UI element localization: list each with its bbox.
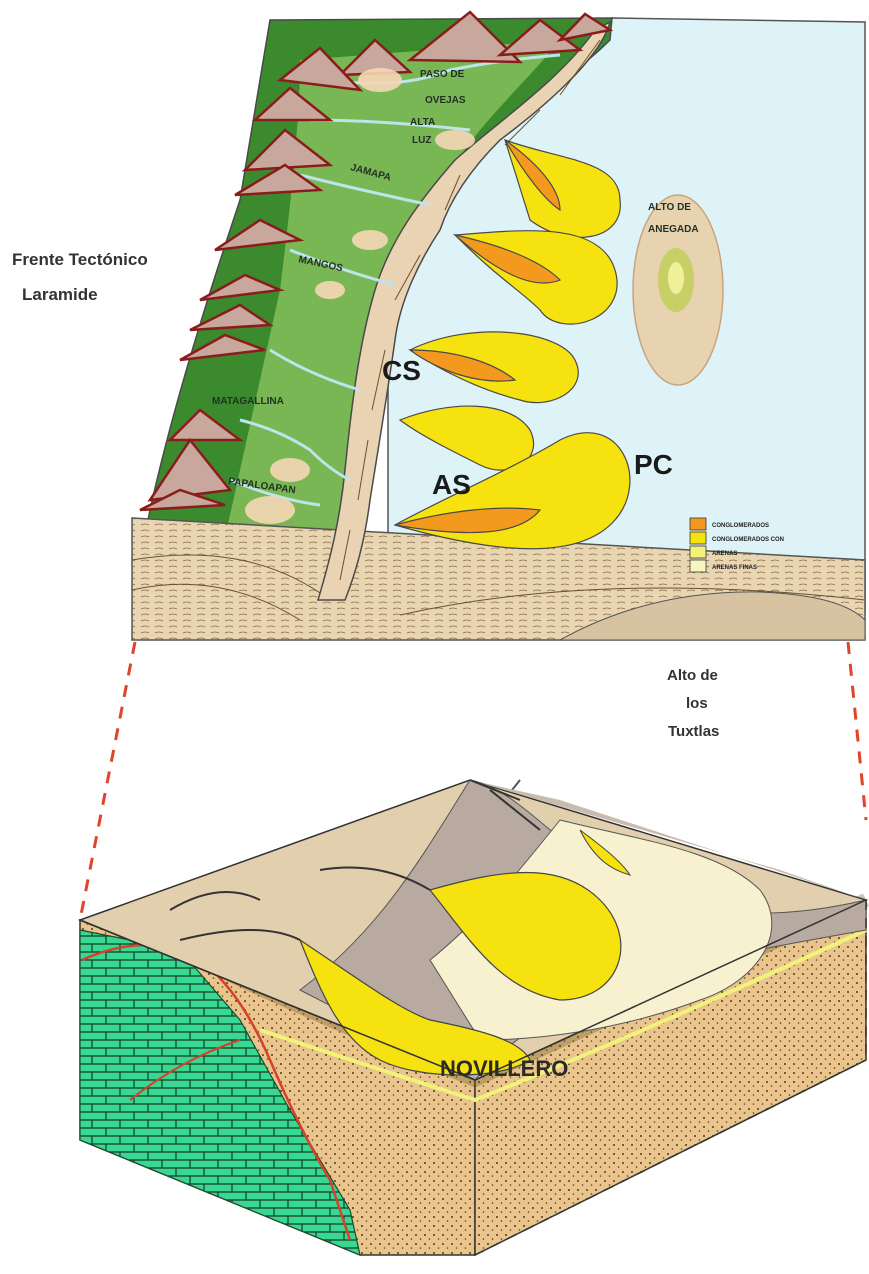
top-block: CONGLOMERADOS CONGLOMERADOS CON ARENAS A… <box>12 12 865 640</box>
label-alta-luz-2: LUZ <box>412 135 431 146</box>
label-frente-tectonico: Frente Tectónico <box>12 250 148 269</box>
label-alto-de-anegada-2: ANEGADA <box>648 224 699 235</box>
label-alta-luz-1: ALTA <box>410 117 435 128</box>
bottom-block: NOVILLERO <box>80 780 866 1255</box>
label-alto-tuxtlas-2: los <box>686 695 708 712</box>
label-novillero: NOVILLERO <box>440 1056 568 1081</box>
label-pc: PC <box>634 449 673 480</box>
label-paso-de-ovejas-2: OVEJAS <box>425 95 466 106</box>
label-alto-tuxtlas-3: Tuxtlas <box>668 723 719 740</box>
legend-item-3: ARENAS <box>712 551 737 557</box>
legend-item-4: ARENAS FINAS <box>712 565 757 571</box>
label-laramide: Laramide <box>22 285 98 304</box>
label-alto-tuxtlas-1: Alto de <box>667 667 718 684</box>
label-as: AS <box>432 469 471 500</box>
label-alto-de-anegada-1: ALTO DE <box>648 202 691 213</box>
label-matagallina: MATAGALLINA <box>212 396 284 407</box>
label-paso-de-ovejas-1: PASO DE <box>420 69 465 80</box>
legend-item-2: CONGLOMERADOS CON <box>712 537 784 543</box>
label-cs: CS <box>382 355 421 386</box>
legend-item-1: CONGLOMERADOS <box>712 523 769 529</box>
